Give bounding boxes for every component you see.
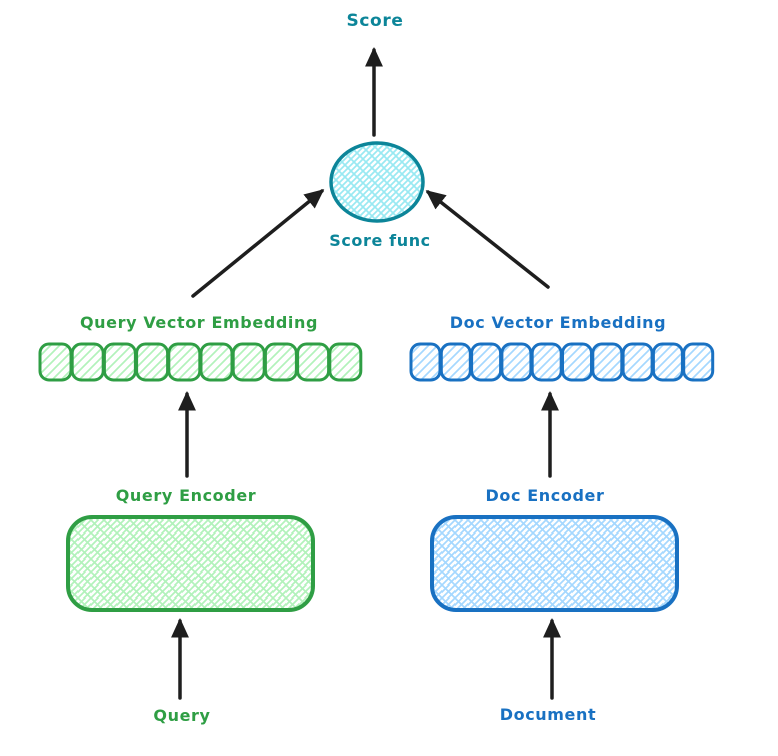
query-input-label: Query	[153, 706, 211, 725]
embedding-cell	[231, 342, 266, 382]
embedding-cell	[651, 342, 684, 382]
embedding-cell	[199, 342, 234, 382]
embedding-cell	[591, 342, 624, 382]
score-func-node	[329, 141, 425, 223]
query-embedding-label: Query Vector Embedding	[79, 313, 319, 332]
embedding-cell	[621, 342, 654, 382]
embedding-cell	[135, 342, 170, 382]
embedding-cell	[102, 342, 137, 382]
score-label: Score	[346, 11, 404, 31]
embedding-cell	[682, 342, 715, 382]
embedding-cell	[263, 342, 298, 382]
doc-embedding-label: Doc Vector Embedding	[449, 313, 667, 332]
embedding-cell	[328, 342, 363, 382]
query-encoder-label: Query Encoder	[115, 486, 257, 505]
embedding-cell	[561, 342, 593, 382]
embedding-cell	[530, 342, 563, 382]
document-input-label: Document	[499, 705, 597, 724]
query-embedding-row	[38, 342, 363, 382]
embedding-cell	[470, 342, 503, 382]
embedding-cell	[38, 342, 73, 382]
embedding-cell	[167, 342, 202, 382]
embedding-cell	[500, 342, 533, 382]
score-func-label: Score func	[329, 231, 431, 250]
embedding-cell	[409, 342, 442, 382]
doc-encoder-node	[430, 515, 679, 612]
query-encoder-node	[66, 515, 315, 612]
doc-embedding-row	[409, 342, 715, 382]
embedding-cell	[70, 342, 105, 382]
arrow-docembedding-to-scorefunc	[425, 190, 550, 289]
doc-encoder-label: Doc Encoder	[485, 486, 605, 505]
embedding-cell	[439, 342, 472, 382]
embedding-cell	[296, 342, 331, 382]
arrow-queryembedding-to-scorefunc	[191, 189, 325, 298]
